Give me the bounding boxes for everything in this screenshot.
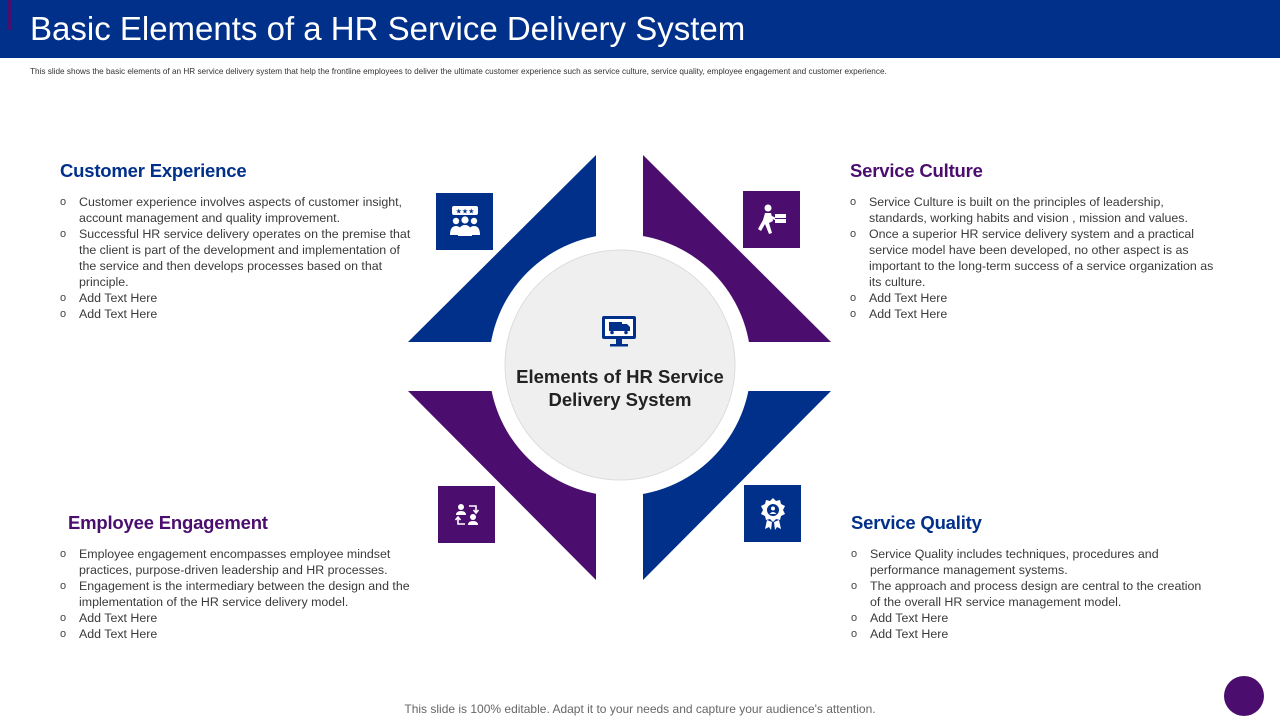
list-item: Add Text Here — [851, 626, 1211, 642]
corner-decoration — [1224, 676, 1264, 716]
title-bar: Basic Elements of a HR Service Delivery … — [0, 0, 1280, 58]
center-circle — [504, 249, 736, 481]
page-subtitle: This slide shows the basic elements of a… — [30, 67, 887, 76]
list-item: Service Quality includes techniques, pro… — [851, 546, 1211, 578]
service-quality-title: Service Quality — [851, 512, 982, 533]
list-item: Add Text Here — [60, 306, 420, 322]
list-item: Successful HR service delivery operates … — [60, 226, 420, 290]
people-exchange-icon — [438, 486, 495, 543]
list-item: Add Text Here — [60, 290, 420, 306]
svg-text:★★★: ★★★ — [455, 207, 474, 215]
list-item: Employee engagement encompasses employee… — [60, 546, 420, 578]
list-item: Service Culture is built on the principl… — [850, 194, 1222, 226]
customer-experience-list: Customer experience involves aspects of … — [60, 194, 420, 322]
list-item: Add Text Here — [60, 626, 420, 642]
page-title: Basic Elements of a HR Service Delivery … — [30, 10, 746, 47]
center-title-line-2: Delivery System — [548, 389, 692, 410]
service-quality-list: Service Quality includes techniques, pro… — [851, 546, 1211, 642]
delivery-person-icon — [743, 191, 800, 248]
team-rating-icon: ★★★ — [436, 193, 493, 250]
service-culture-list: Service Culture is built on the principl… — [850, 194, 1222, 322]
customer-experience-section: Customer Experience Customer experience … — [60, 160, 420, 322]
list-item: Add Text Here — [851, 610, 1211, 626]
service-culture-section: Service Culture Service Culture is built… — [850, 160, 1222, 322]
quality-badge-icon — [744, 485, 801, 542]
list-item: Once a superior HR service delivery syst… — [850, 226, 1222, 290]
list-item: Add Text Here — [850, 306, 1222, 322]
center-title: Elements of HR Service Delivery System — [505, 365, 735, 411]
employee-engagement-list: Employee engagement encompasses employee… — [60, 546, 420, 642]
list-item: Add Text Here — [60, 610, 420, 626]
center-title-line-1: Elements of HR Service — [516, 366, 724, 387]
service-culture-title: Service Culture — [850, 160, 983, 181]
employee-engagement-title: Employee Engagement — [68, 512, 268, 533]
title-accent — [8, 0, 11, 30]
service-quality-section: Service Quality Service Quality includes… — [851, 512, 1211, 642]
list-item: The approach and process design are cent… — [851, 578, 1211, 610]
list-item: Add Text Here — [850, 290, 1222, 306]
list-item: Customer experience involves aspects of … — [60, 194, 420, 226]
computer-truck-icon — [600, 313, 638, 356]
list-item: Engagement is the intermediary between t… — [60, 578, 420, 610]
footer-note: This slide is 100% editable. Adapt it to… — [404, 702, 876, 716]
customer-experience-title: Customer Experience — [60, 160, 247, 181]
employee-engagement-section: Employee Engagement Employee engagement … — [60, 512, 420, 642]
